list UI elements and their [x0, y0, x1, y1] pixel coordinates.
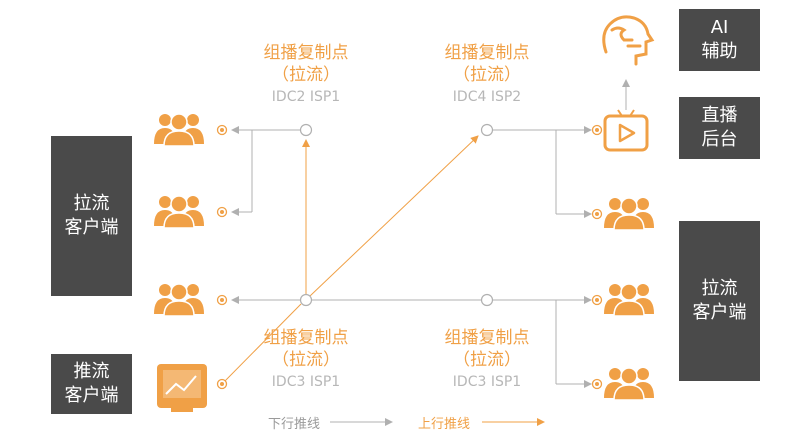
user-group-icon: [153, 113, 205, 147]
node-label-idc2: 组播复制点 （拉流） IDC2 ISP1: [236, 42, 376, 108]
push-client-box: 推流 客户端: [51, 354, 132, 414]
node-idc3-right: [480, 293, 494, 307]
user-group-icon: [153, 283, 205, 317]
node-label-idc4: 组播复制点 （拉流） IDC4 ISP2: [417, 42, 557, 108]
connector-dot: [591, 294, 603, 306]
node-label-idc3-right: 组播复制点 （拉流） IDC3 ISP1: [417, 327, 557, 393]
node-subtitle: （拉流）: [453, 350, 521, 370]
user-group-icon: [603, 197, 655, 231]
node-label-idc3-left: 组播复制点 （拉流） IDC3 ISP1: [236, 327, 376, 393]
legend-downlink-label: 下行推线: [268, 417, 321, 432]
connector-dot: [591, 378, 603, 390]
node-subtitle: （拉流）: [272, 350, 340, 370]
user-group-icon: [153, 195, 205, 229]
user-group-icon: [603, 367, 655, 401]
node-idc2: [299, 123, 313, 137]
connector-dot: [216, 378, 228, 390]
pull-client-right-box: 拉流 客户端: [679, 221, 760, 381]
live-backend-box: 直播 后台: [679, 97, 760, 159]
connector-dot: [216, 206, 228, 218]
connector-dot: [591, 124, 603, 136]
connector-dot: [216, 294, 228, 306]
connector-dot: [591, 208, 603, 220]
node-idc: IDC3 ISP1: [452, 374, 522, 390]
tv-play-icon: [603, 109, 649, 152]
node-idc4: [480, 123, 494, 137]
connector-dot: [216, 124, 228, 136]
monitor-chart-icon: [157, 364, 207, 412]
node-idc: IDC3 ISP1: [271, 374, 341, 390]
ai-head-icon: [602, 15, 655, 66]
node-subtitle: （拉流）: [272, 65, 340, 85]
node-title: 组播复制点: [444, 43, 530, 63]
node-subtitle: （拉流）: [453, 65, 521, 85]
node-title: 组播复制点: [444, 328, 530, 348]
node-title: 组播复制点: [263, 43, 349, 63]
node-idc3-left: [299, 293, 313, 307]
user-group-icon: [603, 283, 655, 317]
node-idc: IDC2 ISP1: [271, 89, 341, 105]
node-idc: IDC4 ISP2: [452, 89, 522, 105]
ai-assist-box: AI 辅助: [679, 9, 760, 71]
node-title: 组播复制点: [263, 328, 349, 348]
pull-client-left-box: 拉流 客户端: [51, 136, 132, 296]
legend-uplink-label: 上行推线: [418, 417, 471, 432]
